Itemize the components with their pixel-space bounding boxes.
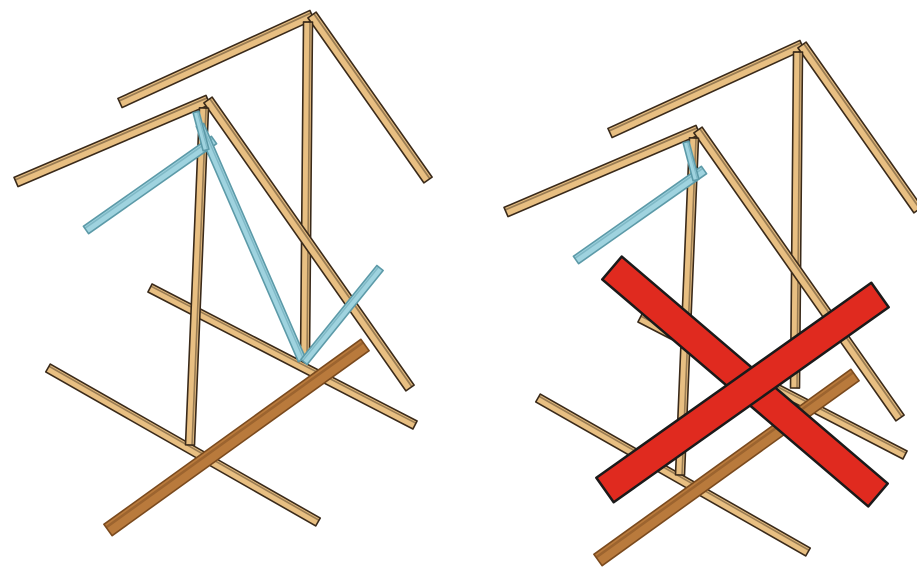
panel-incorrect-bracing — [504, 40, 917, 565]
ceiling-joist-front-shade — [49, 366, 319, 520]
back-top-chord-right — [798, 42, 917, 213]
back-top-chord-right-shade — [314, 14, 430, 179]
lower-brace — [301, 265, 383, 364]
top-brace-shade — [575, 168, 703, 258]
binder-beam-shade — [106, 342, 363, 527]
back-king-post — [301, 22, 313, 358]
binder-beam — [104, 339, 369, 535]
panel-correct-bracing — [14, 10, 432, 535]
back-top-chord-left-shade — [119, 13, 311, 101]
back-top-chord-right — [308, 12, 432, 183]
back-top-chord-left-shade — [609, 43, 801, 131]
top-brace-shade — [85, 138, 213, 228]
